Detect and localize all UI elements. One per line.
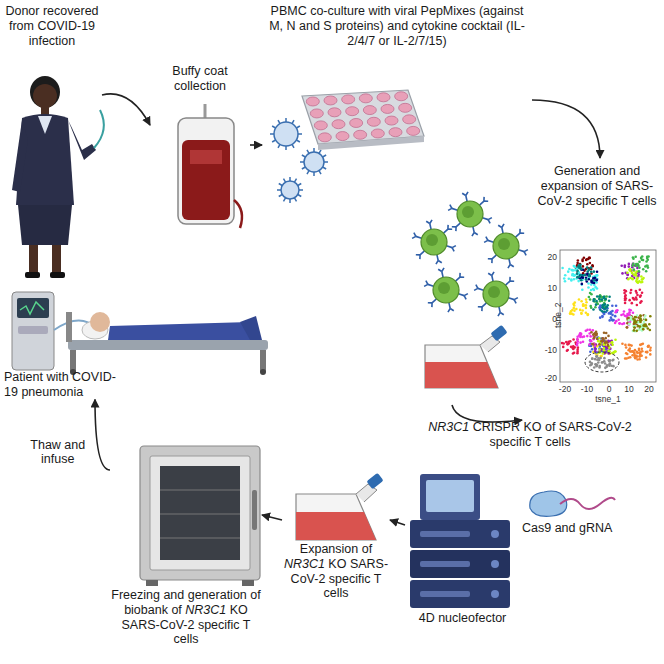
tsne-plot bbox=[560, 250, 656, 382]
flow-arrow bbox=[262, 515, 282, 520]
step-caption: Expansion of NR3C1 KO SARS-CoV-2 specifi… bbox=[282, 478, 390, 601]
culture-flask bbox=[296, 473, 384, 540]
step-caption: Patient with COVID-19 pneumonia bbox=[4, 286, 116, 400]
culture-flask bbox=[425, 325, 508, 388]
step-box: PBMC co-culture with viral PepMixes (aga… bbox=[262, 4, 532, 150]
axis-label: 20 bbox=[639, 385, 659, 394]
axis-label: -20 bbox=[555, 385, 575, 394]
step-box: Expansion of NR3C1 KO SARS-CoV-2 specifi… bbox=[282, 478, 390, 601]
step-caption: PBMC co-culture with viral PepMixes (aga… bbox=[262, 4, 532, 48]
step-box: Patient with COVID-19 pneumonia bbox=[4, 286, 272, 400]
step-caption: Donor recovered from COVID-19 infection bbox=[2, 4, 102, 48]
flow-arrow bbox=[532, 100, 600, 158]
flow-arrow bbox=[452, 405, 522, 422]
step-caption: Freezing and generation of biobank of NR… bbox=[110, 440, 262, 647]
part-label: 4D nucleofector bbox=[410, 611, 515, 626]
flow-arrow bbox=[390, 520, 405, 525]
step-box: Donor recovered from COVID-19 infection bbox=[2, 4, 102, 280]
axis-label: -10 bbox=[537, 346, 557, 355]
nucleofector-device bbox=[410, 474, 510, 608]
axis-label: -10 bbox=[577, 385, 597, 394]
freezer bbox=[140, 446, 260, 586]
step-caption: Buffy coat collection bbox=[150, 64, 250, 94]
cas9-grna-icon bbox=[530, 491, 615, 516]
step-box: Generation and expansion of SARS-CoV-2 s… bbox=[408, 158, 660, 405]
step-box: Buffy coat collection bbox=[150, 64, 250, 234]
patient-bed bbox=[12, 292, 268, 375]
flow-arrow bbox=[250, 144, 262, 146]
axis-label: 10 bbox=[537, 284, 557, 293]
donor-figure bbox=[12, 76, 104, 278]
axis-label: 0 bbox=[537, 315, 557, 324]
axis-label: 10 bbox=[619, 385, 639, 394]
axis-label: 0 bbox=[599, 385, 619, 394]
culture-plate bbox=[302, 90, 424, 150]
axis-label: -20 bbox=[537, 374, 557, 383]
flow-arrow bbox=[95, 400, 110, 471]
flow-arrow bbox=[102, 94, 150, 125]
step-caption: Generation and expansion of SARS-CoV-2 s… bbox=[536, 158, 658, 208]
t-cell-icons bbox=[412, 192, 528, 316]
step-box: Freezing and generation of biobank of NR… bbox=[110, 440, 262, 647]
arrow-label: Thaw and infuse bbox=[25, 437, 91, 469]
step-caption: NR3C1 CRISPR KO of SARS-CoV-2 specific T… bbox=[410, 420, 650, 450]
part-label: Cas9 and gRNA bbox=[522, 521, 612, 536]
axis-label: 20 bbox=[537, 253, 557, 262]
blood-bag bbox=[178, 104, 242, 228]
axis-label: tsne_1 bbox=[588, 395, 628, 404]
